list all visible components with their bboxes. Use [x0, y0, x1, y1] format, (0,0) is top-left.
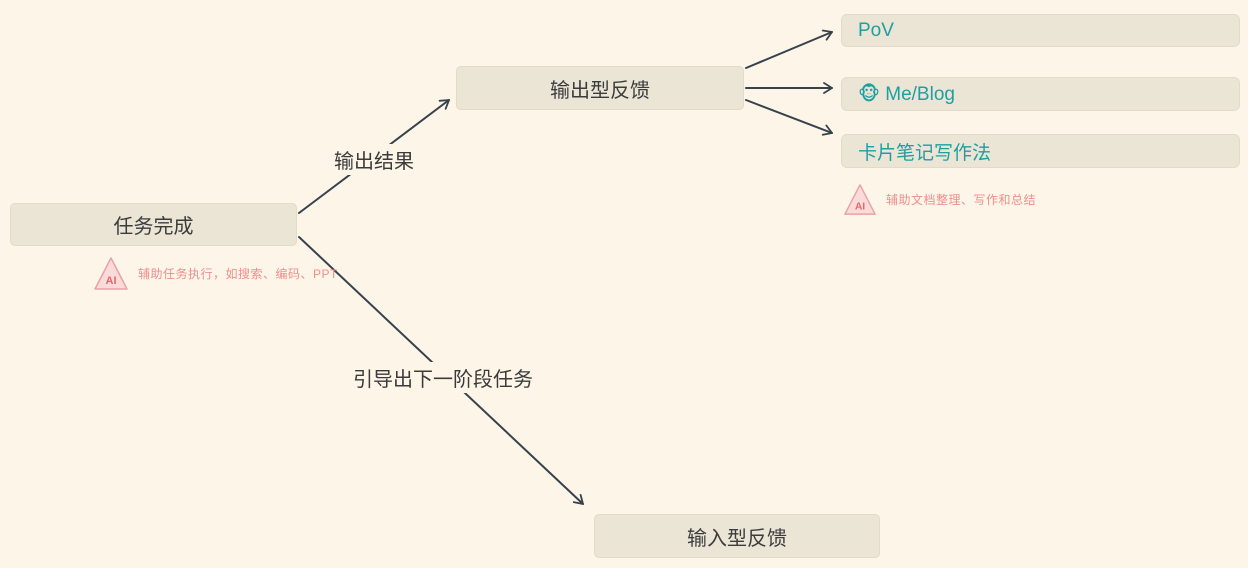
- arrow-output-to-pov: [745, 29, 833, 69]
- node-card-notes[interactable]: 卡片笔记写作法: [841, 134, 1240, 168]
- arrow-output-to-cardnotes: [745, 99, 833, 136]
- node-task-done[interactable]: 任务完成: [10, 203, 297, 246]
- ai-badge-label: AI: [855, 201, 865, 212]
- node-me-blog[interactable]: 🐵 Me/Blog: [841, 77, 1240, 111]
- node-pov[interactable]: PoV: [841, 14, 1240, 47]
- edge-label-next-stage[interactable]: 引导出下一阶段任务: [348, 362, 538, 393]
- ai-note-doc-text: 辅助文档整理、写作和总结: [886, 193, 1037, 207]
- ai-triangle-icon[interactable]: AI: [93, 255, 129, 292]
- node-output-feedback[interactable]: 输出型反馈: [456, 66, 744, 110]
- ai-triangle-icon[interactable]: AI: [843, 182, 877, 217]
- ai-note-task: AI 辅助任务执行，如搜索、编码、PPT: [93, 255, 338, 292]
- node-input-feedback[interactable]: 输入型反馈: [594, 514, 880, 558]
- ai-note-task-text: 辅助任务执行，如搜索、编码、PPT: [138, 267, 338, 281]
- ai-note-doc: AI 辅助文档整理、写作和总结: [843, 182, 1036, 217]
- edge-label-output-result[interactable]: 输出结果: [329, 144, 419, 175]
- ai-badge-label: AI: [106, 275, 117, 287]
